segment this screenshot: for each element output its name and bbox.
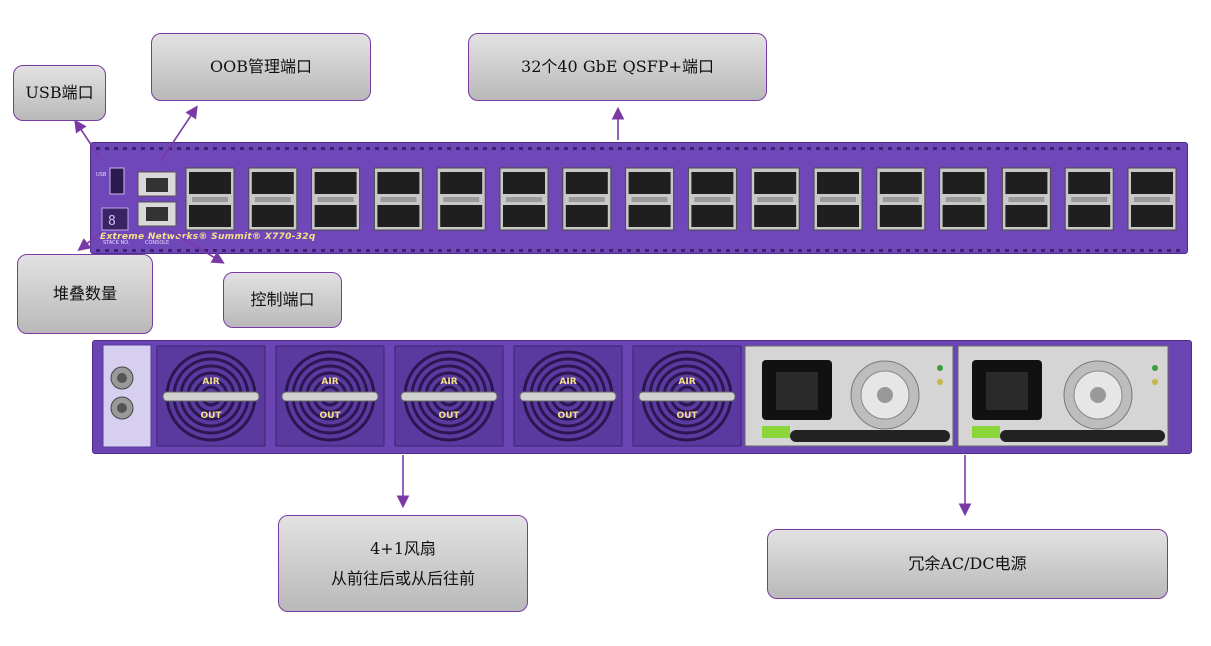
qsfp-port-pair [1001, 167, 1051, 231]
usb-callout-text: USB端口 [25, 83, 94, 102]
qsfp-port-pair [185, 167, 235, 231]
console-callout-text: 控制端口 [250, 290, 315, 309]
console-label: CONSOLE [145, 240, 170, 246]
qsfp-port-pair [499, 167, 549, 231]
qsfp-port-pair [750, 167, 800, 231]
fan-callout-line1: 4+1风扇 [370, 538, 436, 558]
fan-label: OUT [438, 411, 460, 421]
psu-callout-text: 冗余AC/DC电源 [908, 554, 1027, 573]
qsfp-callout-text: 32个40 GbE QSFP+端口 [521, 57, 714, 76]
qsfp-port-group [185, 167, 1177, 231]
fan-callout-line2: 从前往后或从后往前 [330, 568, 475, 588]
stack-number-display [101, 207, 129, 231]
vent-holes [96, 147, 1180, 252]
stack-digit: 8 [108, 214, 116, 229]
power-supply-1 [744, 345, 954, 447]
qsfp-port-pair [562, 167, 612, 231]
stack-callout: 堆叠数量 [17, 254, 153, 334]
qsfp-port-pair [248, 167, 298, 231]
fan-module: AIR OUT [632, 345, 742, 447]
power-supply-2 [957, 345, 1169, 447]
fan-label: OUT [200, 411, 222, 421]
qsfp-port-pair [625, 167, 675, 231]
usb-port [109, 167, 125, 195]
oob-callout-text: OOB管理端口 [210, 57, 312, 76]
qsfp-port-pair [311, 167, 361, 231]
qsfp-port-pair [687, 167, 737, 231]
fan-label: AIR [202, 377, 219, 387]
qsfp-port-pair [876, 167, 926, 231]
qsfp-port-pair [939, 167, 989, 231]
usb-callout: USB端口 [13, 65, 106, 121]
usb-label: USB [96, 172, 107, 178]
stack-label: STACK NO. [103, 240, 130, 246]
qsfp-port-pair [373, 167, 423, 231]
timing-module [102, 344, 152, 448]
fan-label: OUT [557, 411, 579, 421]
console-callout: 控制端口 [223, 272, 342, 328]
fan-callout: 4+1风扇 从前往后或从后往前 [278, 515, 528, 612]
qsfp-port-pair [436, 167, 486, 231]
fan-modules: AIR OUT AIR OUT AIR OUT AIR OUT AIR OUT [156, 345, 742, 447]
fan-label: OUT [319, 411, 341, 421]
fan-module: AIR OUT [156, 345, 266, 447]
qsfp-callout: 32个40 GbE QSFP+端口 [468, 33, 767, 101]
oob-arrow [159, 105, 198, 163]
fan-module: AIR OUT [275, 345, 385, 447]
fan-label: OUT [676, 411, 698, 421]
qsfp-port-pair [1127, 167, 1177, 231]
console-arrow [167, 229, 225, 264]
qsfp-port-pair [1064, 167, 1114, 231]
fan-label: AIR [559, 377, 576, 387]
fan-module: AIR OUT [394, 345, 504, 447]
fan-label: AIR [440, 377, 457, 387]
qsfp-port-pair [813, 167, 863, 231]
fan-label: AIR [321, 377, 338, 387]
usb-arrow [74, 119, 101, 159]
fan-label: AIR [678, 377, 695, 387]
psu-callout: 冗余AC/DC电源 [767, 529, 1168, 599]
oob-callout: OOB管理端口 [151, 33, 371, 101]
fan-module: AIR OUT [513, 345, 623, 447]
stack-arrow [77, 231, 103, 251]
stack-callout-text: 堆叠数量 [52, 284, 117, 303]
brand-label: Extreme Networks® Summit® X770-32q [100, 232, 316, 242]
